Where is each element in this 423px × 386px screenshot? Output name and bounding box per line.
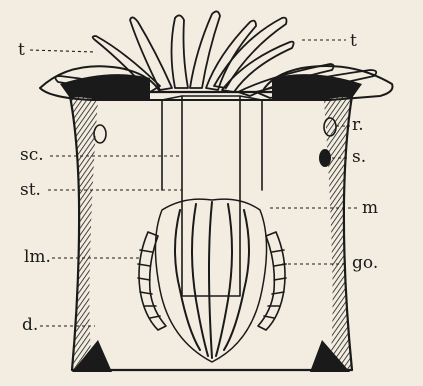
label-sc: sc. — [20, 145, 44, 165]
structure-s — [319, 149, 331, 167]
label-t-right: t — [350, 31, 357, 51]
label-d: d. — [22, 315, 38, 335]
label-r: r. — [352, 115, 364, 135]
label-go: go. — [352, 253, 378, 273]
label-t-left: t — [18, 40, 25, 60]
label-st: st. — [20, 180, 41, 200]
label-lm: lm. — [24, 247, 51, 267]
label-m: m — [362, 198, 378, 218]
label-s: s. — [352, 147, 366, 167]
